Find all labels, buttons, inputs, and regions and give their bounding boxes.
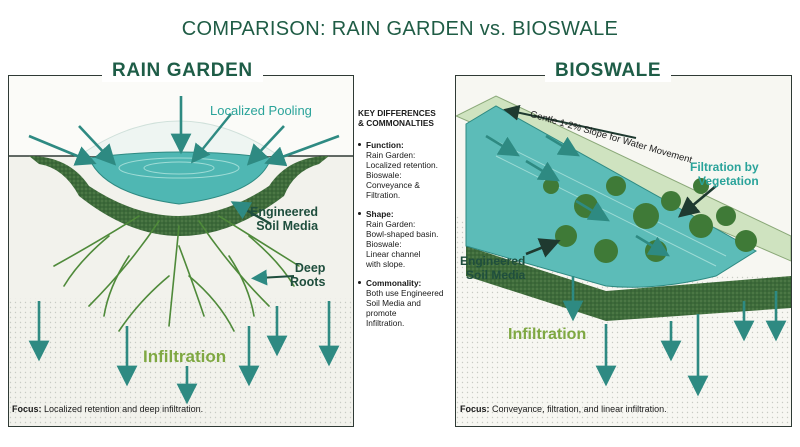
subsoil-texture	[9, 298, 353, 426]
infiltration-arrows	[28, 301, 340, 405]
bioswale-subsoil	[456, 216, 791, 426]
key-differences-heading: KEY DIFFERENCES & COMMONALTIES	[358, 108, 436, 128]
bioswale-infiltration-arrows	[562, 276, 787, 397]
rg-infiltration-label: Infiltration	[143, 347, 227, 366]
deep-roots-label: Deep Roots	[290, 261, 326, 289]
filtration-label: Filtration by Vegetation	[690, 160, 759, 188]
page-title: COMPARISON: RAIN GARDEN vs. BIOSWALE	[181, 18, 619, 40]
key-differences: KEY DIFFERENCES & COMMONALTIES Function:…	[358, 108, 453, 337]
bioswale-soil-layer	[466, 246, 791, 321]
bs-infiltration-label: Infiltration	[508, 326, 587, 343]
bs-soil-media-label: Engineered Soil Media	[460, 254, 526, 282]
rain-garden-focus: Focus: Localized retention and deep infi…	[12, 404, 204, 414]
difference-commonality: Commonality: Both use Engineered Soil Me…	[358, 278, 453, 328]
rain-garden-illustration	[9, 96, 353, 426]
bioswale-title: BIOSWALE	[545, 60, 672, 82]
bioswale-illustration	[456, 76, 791, 426]
rg-soil-media-label: Engineered Soil Media	[250, 205, 319, 233]
bioswale-panel	[455, 75, 792, 427]
engineered-soil-layer	[29, 156, 329, 236]
difference-shape: Shape: Rain Garden: Bowl-shaped basin. B…	[358, 209, 453, 269]
rain-garden-title: RAIN GARDEN	[102, 60, 263, 82]
deep-roots	[53, 215, 300, 332]
bioswale-focus: Focus: Conveyance, filtration, and linea…	[460, 404, 667, 414]
difference-function: Function: Rain Garden: Localized retenti…	[358, 140, 453, 200]
localized-pooling-label: Localized Pooling	[210, 103, 312, 118]
rain-garden-panel	[8, 75, 354, 427]
